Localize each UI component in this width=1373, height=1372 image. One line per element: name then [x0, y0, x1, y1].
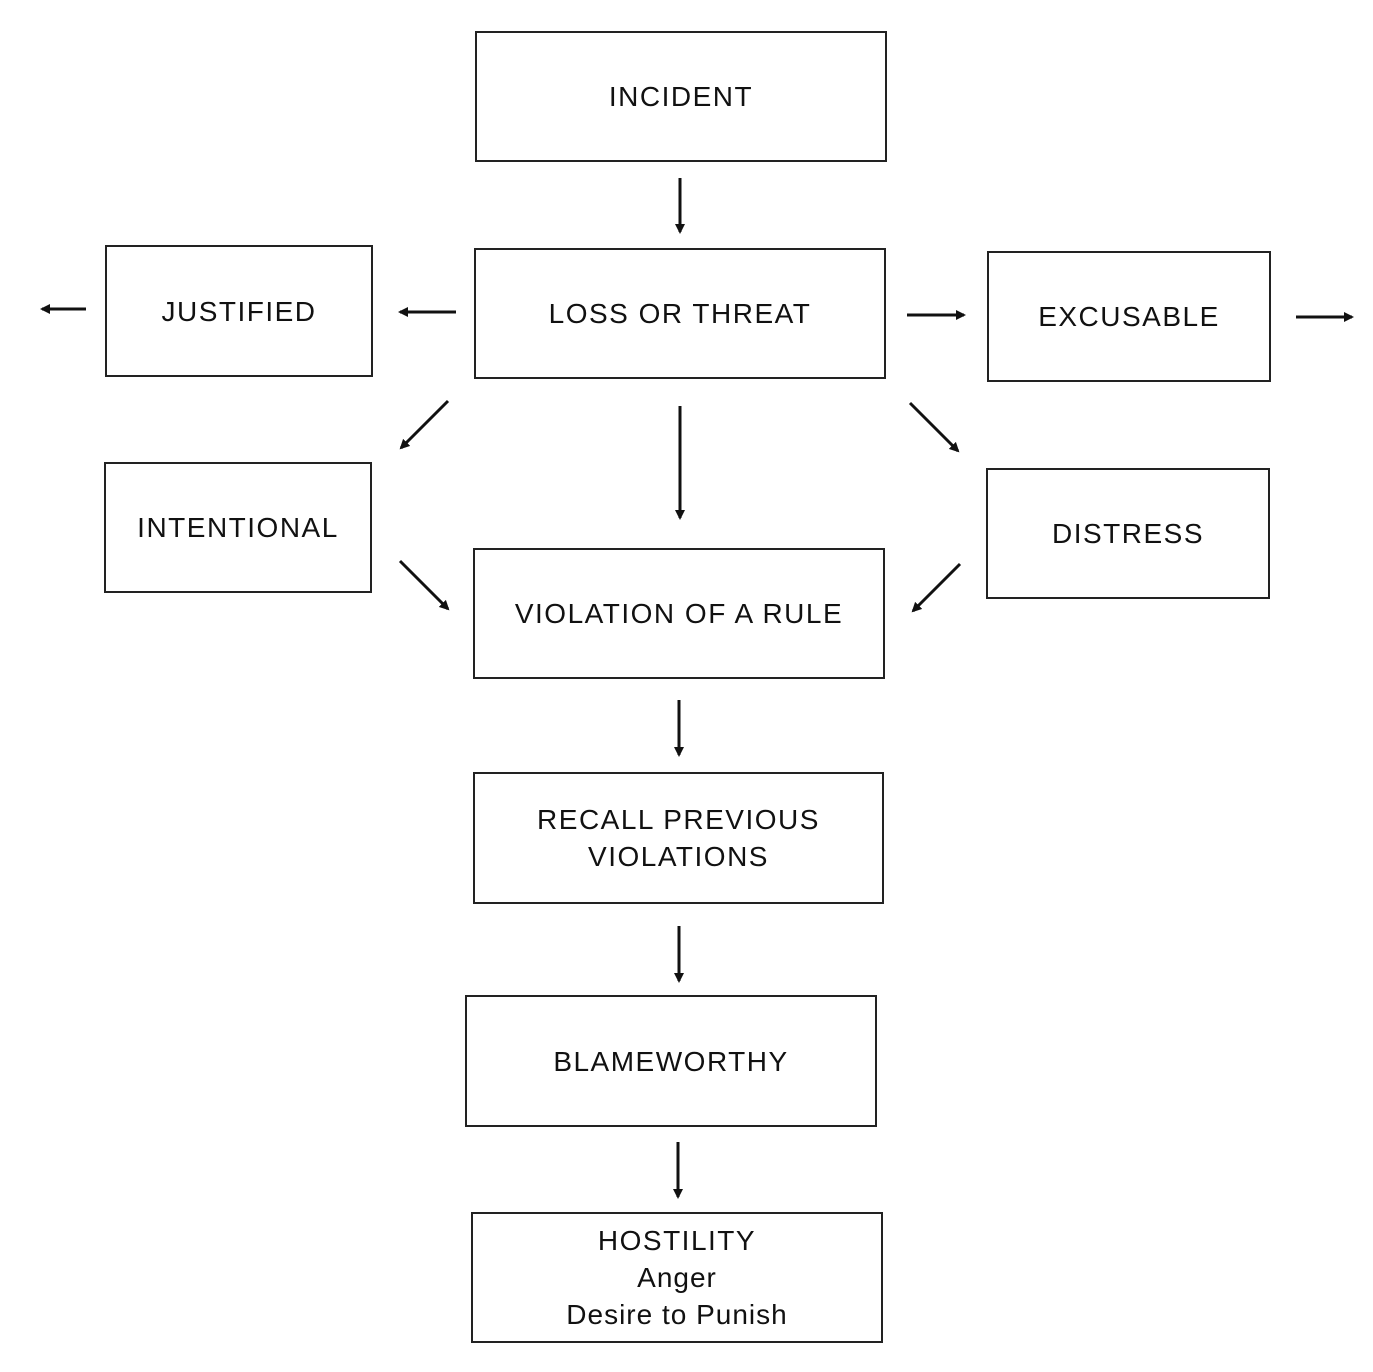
node-recall-previous-violations: RECALL PREVIOUS VIOLATIONS [473, 772, 884, 904]
arrow-intentional-to-violation [398, 559, 450, 611]
node-loss-or-threat: LOSS OR THREAT [474, 248, 886, 379]
node-intentional-label: INTENTIONAL [137, 512, 339, 543]
node-excusable-label: EXCUSABLE [1038, 301, 1220, 332]
node-distress-label: DISTRESS [1051, 518, 1205, 549]
arrow-loss-to-intentional [399, 399, 450, 450]
node-blameworthy: BLAMEWORTHY [465, 995, 877, 1127]
node-justified-label: JUSTIFIED [161, 295, 317, 327]
arrow-distress-to-violation [911, 562, 962, 613]
node-justified: JUSTIFIED [105, 245, 373, 377]
node-blameworthy-label: BLAMEWORTHY [553, 1045, 789, 1077]
node-incident: INCIDENT [475, 31, 887, 162]
node-violation-of-a-rule: VIOLATION OF A RULE [473, 548, 885, 679]
node-intentional: INTENTIONAL [104, 462, 372, 593]
node-violation-label: VIOLATION OF A RULE [514, 598, 844, 629]
node-incident-label: INCIDENT [608, 81, 754, 112]
node-recall-label-line1: RECALL PREVIOUS [537, 804, 820, 835]
node-hostility-sub-desire: Desire to Punish [566, 1299, 788, 1330]
node-loss-or-threat-label: LOSS OR THREAT [548, 298, 812, 329]
node-excusable: EXCUSABLE [987, 251, 1271, 382]
node-distress: DISTRESS [986, 468, 1270, 599]
node-hostility-sub-anger: Anger [637, 1262, 717, 1293]
node-hostility: HOSTILITY Anger Desire to Punish [471, 1212, 883, 1343]
node-recall-label-line2: VIOLATIONS [588, 841, 769, 872]
node-hostility-label: HOSTILITY [597, 1225, 757, 1256]
arrow-loss-to-distress [908, 401, 960, 453]
